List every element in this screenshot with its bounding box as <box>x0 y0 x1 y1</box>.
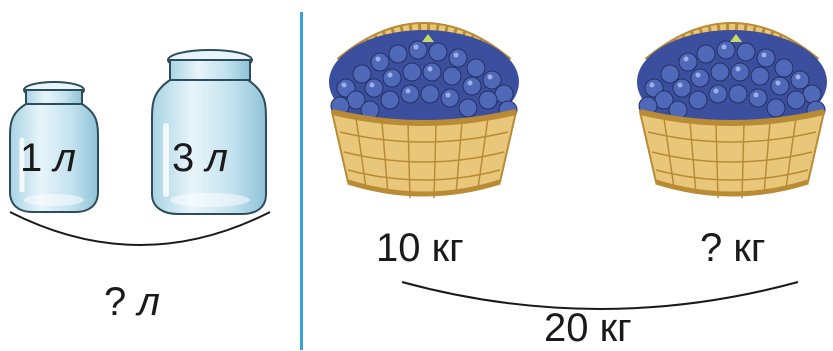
right-total-label: 20 кг <box>544 308 632 348</box>
